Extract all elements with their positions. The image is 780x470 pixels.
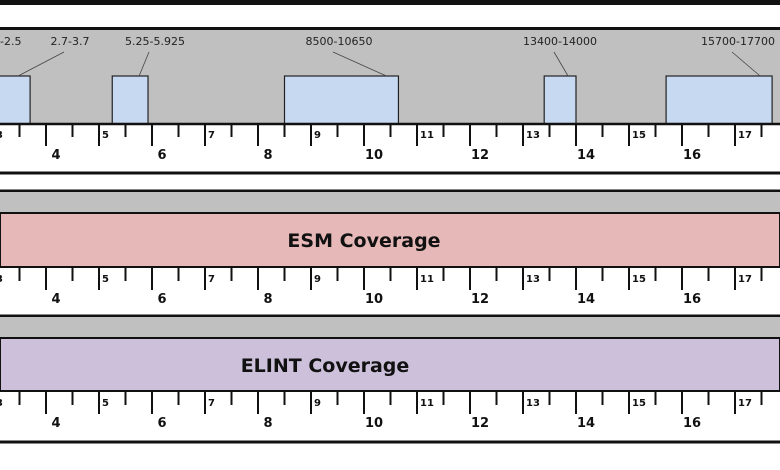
tick-label: 10: [365, 292, 383, 307]
tick-label: 16: [683, 148, 701, 163]
tick-label: 6: [157, 148, 166, 163]
tick-label: 12: [471, 416, 489, 431]
frequency-ruler: 3456789101112131415161718: [0, 392, 763, 431]
tick-label: 13: [526, 274, 540, 285]
tick-label: 6: [157, 416, 166, 431]
tick-label: 7: [208, 274, 215, 285]
tick-label: 3: [0, 130, 3, 141]
tick-label: 13: [526, 130, 540, 141]
allocation-bar: [0, 75, 31, 125]
tick-label: 10: [365, 416, 383, 431]
allocation-label: 5.25-5.925: [125, 35, 185, 48]
tick-label: 12: [471, 292, 489, 307]
esm-coverage-bar: [0, 212, 780, 268]
allocation-label: 8500-10650: [306, 35, 373, 48]
tick-label: 16: [683, 292, 701, 307]
tick-label: 5: [102, 398, 109, 409]
leader-line: [332, 51, 387, 77]
tick-label: 4: [51, 292, 60, 307]
elint-band-background: [0, 317, 780, 338]
allocation-label: 13400-14000: [523, 35, 597, 48]
tick-label: 11: [420, 130, 434, 141]
allocation-bar: [665, 75, 773, 125]
esm-band-background: [0, 192, 780, 213]
tick-label: 6: [157, 292, 166, 307]
tick-label: 9: [314, 398, 321, 409]
tick-label: 17: [738, 398, 752, 409]
leader-line: [553, 51, 569, 77]
tick-label: 5: [102, 130, 109, 141]
tick-label: 8: [263, 292, 272, 307]
tick-label: 14: [577, 292, 595, 307]
tick-label: 7: [208, 130, 215, 141]
allocation-panel: -2.5 2.7-3.7 5.25-5.925 8500-10650 13400-140…: [0, 27, 780, 175]
elint-panel: ELINT Coverage 3456789101112131415161718: [0, 317, 780, 444]
elint-coverage-label: ELINT Coverage: [241, 355, 410, 377]
tick-label: 3: [0, 274, 3, 285]
allocation-bar: [283, 75, 400, 125]
tick-label: 11: [420, 274, 434, 285]
tick-label: 5: [102, 274, 109, 285]
tick-label: 9: [314, 274, 321, 285]
tick-label: 15: [632, 130, 646, 141]
allocation-bar: [543, 75, 577, 125]
tick-label: 14: [577, 416, 595, 431]
allocation-label: -2.5: [0, 35, 21, 48]
frequency-ruler: 3456789101112131415161718: [0, 124, 763, 163]
leader-line: [17, 51, 65, 77]
frequency-ruler: 3456789101112131415161718: [0, 268, 763, 307]
tick-label: 11: [420, 398, 434, 409]
tick-label: 17: [738, 274, 752, 285]
top-border: [0, 0, 780, 5]
tick-label: 16: [683, 416, 701, 431]
tick-label: 14: [577, 148, 595, 163]
leader-line: [731, 51, 761, 77]
tick-label: 15: [632, 274, 646, 285]
tick-label: 12: [471, 148, 489, 163]
allocation-label: 2.7-3.7: [51, 35, 90, 48]
tick-label: 4: [51, 416, 60, 431]
tick-label: 3: [0, 398, 3, 409]
esm-coverage-label: ESM Coverage: [287, 230, 440, 252]
tick-label: 13: [526, 398, 540, 409]
tick-label: 10: [365, 148, 383, 163]
allocation-bar: [111, 75, 149, 125]
tick-label: 17: [738, 130, 752, 141]
elint-coverage-bar: [0, 337, 780, 392]
leader-line: [138, 51, 150, 77]
esm-panel: ESM Coverage 3456789101112131415161718: [0, 189, 780, 318]
tick-label: 15: [632, 398, 646, 409]
tick-label: 7: [208, 398, 215, 409]
tick-label: 4: [51, 148, 60, 163]
allocation-label: 15700-17700: [701, 35, 775, 48]
tick-label: 8: [263, 148, 272, 163]
tick-label: 8: [263, 416, 272, 431]
tick-label: 9: [314, 130, 321, 141]
